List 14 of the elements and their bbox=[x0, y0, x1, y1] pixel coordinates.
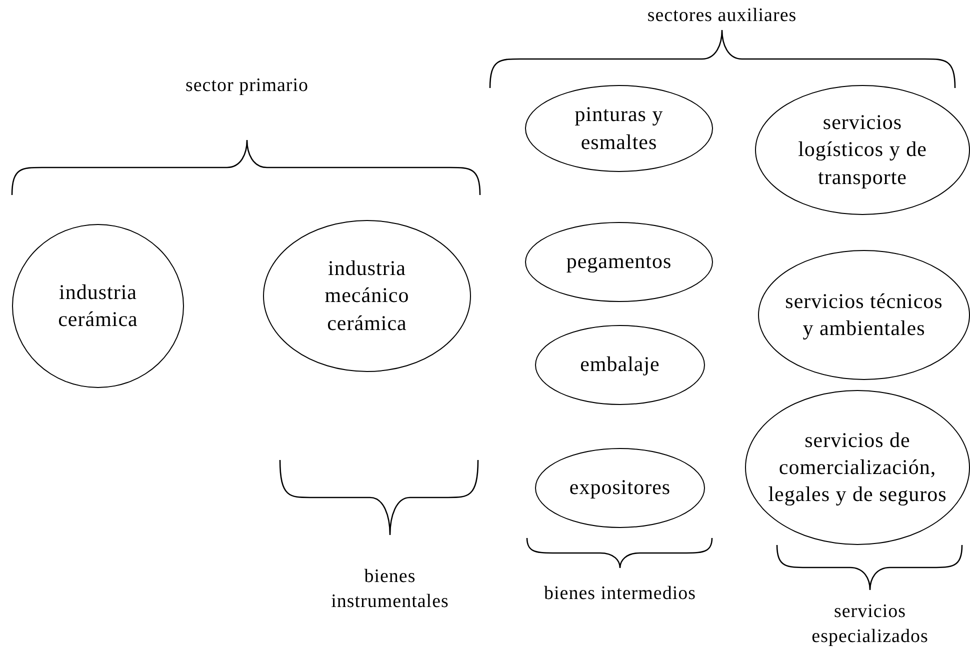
group-label: bienes intermedios bbox=[544, 582, 696, 606]
group-label: servicios especializados bbox=[812, 600, 928, 649]
node-label: servicios técnicos y ambientales bbox=[784, 288, 944, 342]
node-label: pinturas y esmaltes bbox=[574, 101, 664, 156]
node-label: pegamentos bbox=[566, 248, 672, 276]
group-label: bienes instrumentales bbox=[330, 565, 450, 614]
group-label: sectores auxiliares bbox=[647, 4, 797, 28]
node-label: industria mecánico cerámica bbox=[324, 255, 410, 337]
group-label: sector primario bbox=[185, 74, 309, 98]
node-label: servicios de comercialización, legales y de seguros bbox=[767, 426, 948, 508]
node-label: expositores bbox=[569, 474, 671, 502]
node-label: embalaje bbox=[580, 351, 660, 378]
node-label: industria cerámica bbox=[57, 278, 139, 333]
node-label: servicios logísticos y de transporte bbox=[797, 109, 928, 191]
